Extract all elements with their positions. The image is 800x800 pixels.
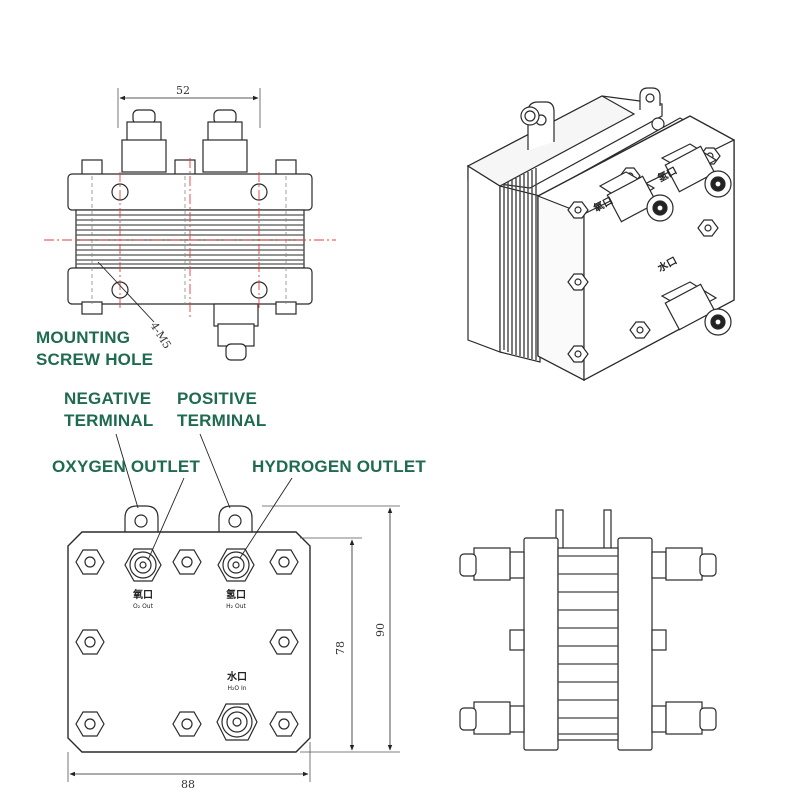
dim-height-inner: 78 [334, 641, 347, 655]
positive-terminal-callout: POSITIVE TERMINAL [177, 388, 266, 432]
negative-terminal-callout-line2: TERMINAL [64, 411, 154, 430]
hydrogen-outlet-callout: HYDROGEN OUTLET [252, 457, 426, 476]
hydrogen-port-label-en: H₂ Out [226, 603, 246, 610]
iso-hydrogen-label: 氢口 [655, 164, 679, 185]
positive-terminal-callout-line2: TERMINAL [177, 411, 267, 430]
mounting-hole-callout-line1: MOUNTING [36, 328, 131, 347]
mounting-hole-callout: MOUNTING SCREW HOLE [36, 327, 153, 371]
water-port [216, 703, 258, 741]
hydrogen-port [217, 548, 255, 582]
front-view [67, 505, 400, 782]
water-port-label-en: H₂O In [227, 685, 246, 692]
dim-top-width: 52 [176, 84, 190, 97]
dim-height-outer: 90 [374, 623, 387, 637]
oxygen-port-label-cn: 氧口 [132, 588, 153, 601]
mounting-hole-callout-line2: SCREW HOLE [36, 350, 154, 369]
center-lines [44, 158, 336, 320]
iso-fittings [598, 143, 732, 336]
negative-terminal-callout: NEGATIVE TERMINAL [64, 388, 153, 432]
iso-water-label: 水口 [654, 254, 679, 275]
dim-bottom-width: 88 [181, 778, 195, 791]
iso-oxygen-label: 氧口 [590, 194, 615, 215]
stack-side-view [459, 509, 717, 751]
hydrogen-port-label-cn: 氢口 [226, 588, 246, 601]
isometric-view [466, 87, 735, 381]
positive-terminal-callout-line1: POSITIVE [177, 389, 258, 408]
oxygen-port-label-en: O₂ Out [133, 603, 154, 610]
mounting-hole-leader [97, 261, 155, 323]
callout-leaders [115, 433, 293, 561]
oxygen-port [124, 548, 162, 582]
oxygen-outlet-callout: OXYGEN OUTLET [52, 457, 201, 476]
hex-bolts [75, 549, 299, 737]
negative-terminal-callout-line1: NEGATIVE [64, 389, 152, 408]
water-port-label-cn: 水口 [226, 670, 247, 683]
